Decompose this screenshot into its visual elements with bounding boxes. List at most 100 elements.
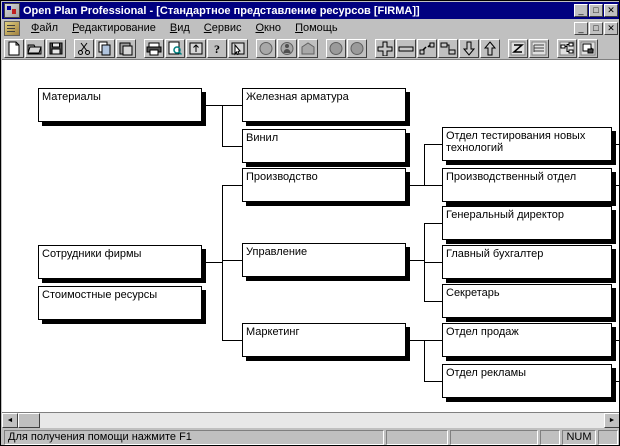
diagram-node-vinil[interactable]: Винил	[242, 129, 406, 163]
status-pane-3	[540, 430, 560, 445]
close-button[interactable]: ✕	[604, 4, 618, 17]
window-title: Open Plan Professional - [Стандартное пр…	[23, 4, 420, 17]
connector-offscreen-stub	[612, 144, 619, 145]
diagram-node-label: Отдел рекламы	[446, 367, 527, 379]
menu-item-view[interactable]: Вид	[169, 22, 190, 34]
connector-child-stub	[222, 105, 243, 106]
menu-item-window[interactable]: Окно	[255, 22, 282, 34]
collapse-corner-icon[interactable]	[578, 38, 598, 58]
connector-child-stub	[222, 146, 243, 147]
toolbar-separator	[67, 39, 74, 58]
connector-offscreen-stub	[612, 185, 619, 186]
document-icon[interactable]	[4, 20, 20, 36]
toolbar-separator	[368, 39, 375, 58]
diagram-node-marketing[interactable]: Маркетинг	[242, 323, 406, 357]
connector-bus	[424, 340, 425, 382]
diagram-node-label: Производство	[246, 171, 318, 183]
scrollbar-thumb[interactable]	[18, 413, 40, 428]
save-disk-icon[interactable]	[46, 38, 66, 58]
status-pane-5	[598, 430, 618, 445]
diagram-node-otdel-proizv[interactable]: Производственный отдел	[442, 168, 612, 202]
zigzag-icon[interactable]	[508, 38, 528, 58]
menu-item-file-rest: айл	[39, 22, 59, 34]
connector-child-stub	[222, 260, 243, 261]
connector-child-stub	[222, 340, 243, 341]
menu-item-help[interactable]: Помощь	[295, 22, 338, 34]
diagram-node-proizvodstvo[interactable]: Производство	[242, 168, 406, 202]
toolbar-separator	[319, 39, 326, 58]
diagram-node-armatura[interactable]: Железная арматура	[242, 88, 406, 122]
new-file-icon[interactable]	[4, 38, 24, 58]
cut-scissors-icon[interactable]	[74, 38, 94, 58]
window-controls: _ □ ✕	[574, 4, 618, 17]
diagram-node-label: Секретарь	[446, 287, 500, 299]
diagram-node-label: Главный бухгалтер	[446, 248, 544, 260]
expand-tree-icon[interactable]	[557, 38, 577, 58]
mdi-close-button[interactable]: ✕	[604, 21, 618, 35]
diagram-node-materialy[interactable]: Материалы	[38, 88, 202, 122]
filled-circle-icon[interactable]	[326, 38, 346, 58]
diagram-node-otdel-rekl[interactable]: Отдел рекламы	[442, 364, 612, 398]
diagram-node-label: Маркетинг	[246, 326, 300, 338]
resource-person-icon[interactable]	[277, 38, 297, 58]
menu-item-file[interactable]: Файл	[31, 22, 59, 34]
menu-item-list: Файл Редактирование Вид Сервис Окно Помо…	[24, 21, 574, 35]
connector-bus	[424, 144, 425, 186]
connector-child-stub	[424, 262, 443, 263]
menu-item-service[interactable]: Сервис	[203, 22, 242, 34]
connector-parent-stub	[406, 340, 425, 341]
print-preview-icon[interactable]	[165, 38, 185, 58]
connector-parent-stub	[406, 260, 425, 261]
diagram-node-gen-director[interactable]: Генеральный директор	[442, 206, 612, 240]
diagram-node-stoimost[interactable]: Стоимостные ресурсы	[38, 286, 202, 320]
diagram-node-label: Винил	[246, 132, 279, 144]
mdi-restore-button[interactable]: □	[589, 21, 603, 35]
scrollbar-track[interactable]	[18, 413, 604, 428]
help-question-icon[interactable]: ?	[207, 38, 227, 58]
filled-circle-alt-icon[interactable]	[347, 38, 367, 58]
move-up-icon[interactable]	[480, 38, 500, 58]
toolbar-separator	[249, 39, 256, 58]
scroll-left-arrow-icon[interactable]: ◄	[2, 413, 18, 428]
menu-item-edit-rest: едактирование	[78, 22, 156, 34]
print-icon[interactable]	[144, 38, 164, 58]
paste-icon[interactable]	[116, 38, 136, 58]
diagram-node-sekretar[interactable]: Секретарь	[442, 284, 612, 318]
menu-bar: Файл Редактирование Вид Сервис Окно Помо…	[2, 19, 619, 37]
move-down-icon[interactable]	[459, 38, 479, 58]
help-pointer-icon[interactable]	[228, 38, 248, 58]
diagram-node-otdel-test[interactable]: Отдел тестирования новых технологий	[442, 127, 612, 161]
menu-item-view-rest: ид	[177, 22, 190, 34]
copy-icon[interactable]	[95, 38, 115, 58]
resource-shape-icon[interactable]	[298, 38, 318, 58]
restore-button[interactable]: □	[589, 4, 603, 17]
diagram-node-label: Сотрудники фирмы	[42, 248, 142, 260]
open-folder-icon[interactable]	[25, 38, 45, 58]
add-plus-icon[interactable]	[375, 38, 395, 58]
horizontal-scrollbar[interactable]: ◄ ►	[2, 412, 619, 428]
diagram-node-label: Материалы	[42, 91, 101, 103]
diagram-node-sotrudniki[interactable]: Сотрудники фирмы	[38, 245, 202, 279]
diagram-node-label: Железная арматура	[246, 91, 349, 103]
menu-item-edit[interactable]: Редактирование	[72, 22, 156, 34]
minimize-button[interactable]: _	[574, 4, 588, 17]
network-icon[interactable]	[438, 38, 458, 58]
diagram-node-glav-buh[interactable]: Главный бухгалтер	[442, 245, 612, 279]
mdi-minimize-button[interactable]: _	[574, 21, 588, 35]
link-icon[interactable]	[417, 38, 437, 58]
remove-minus-icon[interactable]	[396, 38, 416, 58]
status-bar: Для получения помощи нажмите F1 NUM	[2, 429, 619, 445]
sort-icon[interactable]	[186, 38, 206, 58]
connector-parent-stub	[202, 105, 223, 106]
connector-child-stub	[424, 144, 443, 145]
diagram-node-label: Производственный отдел	[446, 171, 577, 183]
connector-child-stub	[424, 185, 443, 186]
scroll-right-arrow-icon[interactable]: ►	[604, 413, 619, 428]
status-message: Для получения помощи нажмите F1	[4, 430, 384, 445]
resource-circle-icon[interactable]	[256, 38, 276, 58]
diagram-node-otdel-prodaj[interactable]: Отдел продаж	[442, 323, 612, 357]
table-view-icon[interactable]	[529, 38, 549, 58]
diagram-node-upravlenie[interactable]: Управление	[242, 243, 406, 277]
